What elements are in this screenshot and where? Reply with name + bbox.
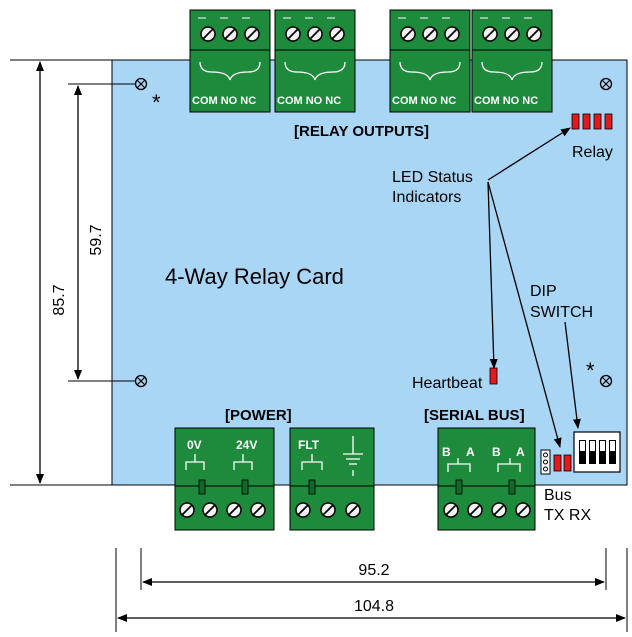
- relay-label: Relay: [572, 144, 613, 161]
- dip-label-line1: DIP: [530, 283, 557, 300]
- svg-text:FLT: FLT: [298, 438, 320, 452]
- asterisk-top: *: [152, 90, 161, 115]
- power-terminal-supply: 0V 24V: [174, 427, 275, 531]
- arrow-to-relay-leds: [487, 127, 571, 181]
- svg-text:COM NO NC: COM NO NC: [474, 95, 538, 107]
- pcb-board: [111, 59, 628, 486]
- relay-terminal-1: COM NO NC: [189, 9, 271, 113]
- relay-terminal-4: COM NO NC: [471, 9, 553, 113]
- svg-text:24V: 24V: [236, 438, 257, 452]
- board-title: 4-Way Relay Card: [165, 264, 344, 289]
- ground-icon: [343, 436, 363, 476]
- asterisk-right: *: [586, 358, 595, 383]
- dimension-hole-spacing-vertical: 59.7: [68, 83, 135, 382]
- svg-text:COM NO NC: COM NO NC: [277, 95, 341, 107]
- led-status-label-line1: LED Status: [392, 169, 473, 186]
- arrow-to-heartbeat-led: [487, 181, 498, 369]
- bus-connector-pins: [540, 449, 551, 475]
- serial-bus-terminal: B A B A: [437, 427, 536, 531]
- svg-text:104.8: 104.8: [354, 598, 394, 615]
- bus-label-line2: TX RX: [544, 507, 591, 524]
- dip-label-line2: SWITCH: [530, 304, 593, 321]
- svg-text:B: B: [442, 445, 451, 459]
- heartbeat-label: Heartbeat: [412, 375, 483, 392]
- serial-bus-heading: [SERIAL BUS]: [424, 407, 525, 424]
- svg-text:95.2: 95.2: [358, 562, 389, 579]
- arrow-to-bus-leds: [487, 181, 562, 448]
- arrow-to-dip-switch: [564, 321, 581, 429]
- dimension-hole-spacing-horizontal: 95.2: [140, 548, 607, 590]
- heartbeat-led: [489, 367, 498, 385]
- svg-text:COM NO NC: COM NO NC: [392, 95, 456, 107]
- dip-switch: [573, 431, 621, 473]
- dimension-total-width: 104.8: [115, 548, 628, 632]
- power-terminal-fault: FLT: [289, 427, 375, 531]
- led-status-label-line2: Indicators: [392, 189, 461, 206]
- relay-leds: [571, 113, 613, 130]
- relay-terminal-3: COM NO NC: [389, 9, 471, 113]
- dimension-total-height: 85.7: [10, 59, 112, 486]
- relay-outputs-heading: [RELAY OUTPUTS]: [294, 123, 429, 140]
- svg-text:85.7: 85.7: [51, 284, 68, 315]
- svg-text:0V: 0V: [187, 438, 202, 452]
- bus-leds: [553, 454, 572, 472]
- svg-text:A: A: [466, 445, 475, 459]
- svg-text:59.7: 59.7: [88, 224, 105, 255]
- bus-label-line1: Bus: [544, 487, 572, 504]
- relay-terminal-2: COM NO NC: [274, 9, 356, 113]
- svg-text:COM NO NC: COM NO NC: [192, 95, 256, 107]
- svg-text:A: A: [516, 445, 525, 459]
- power-heading: [POWER]: [225, 407, 292, 424]
- svg-text:B: B: [492, 445, 501, 459]
